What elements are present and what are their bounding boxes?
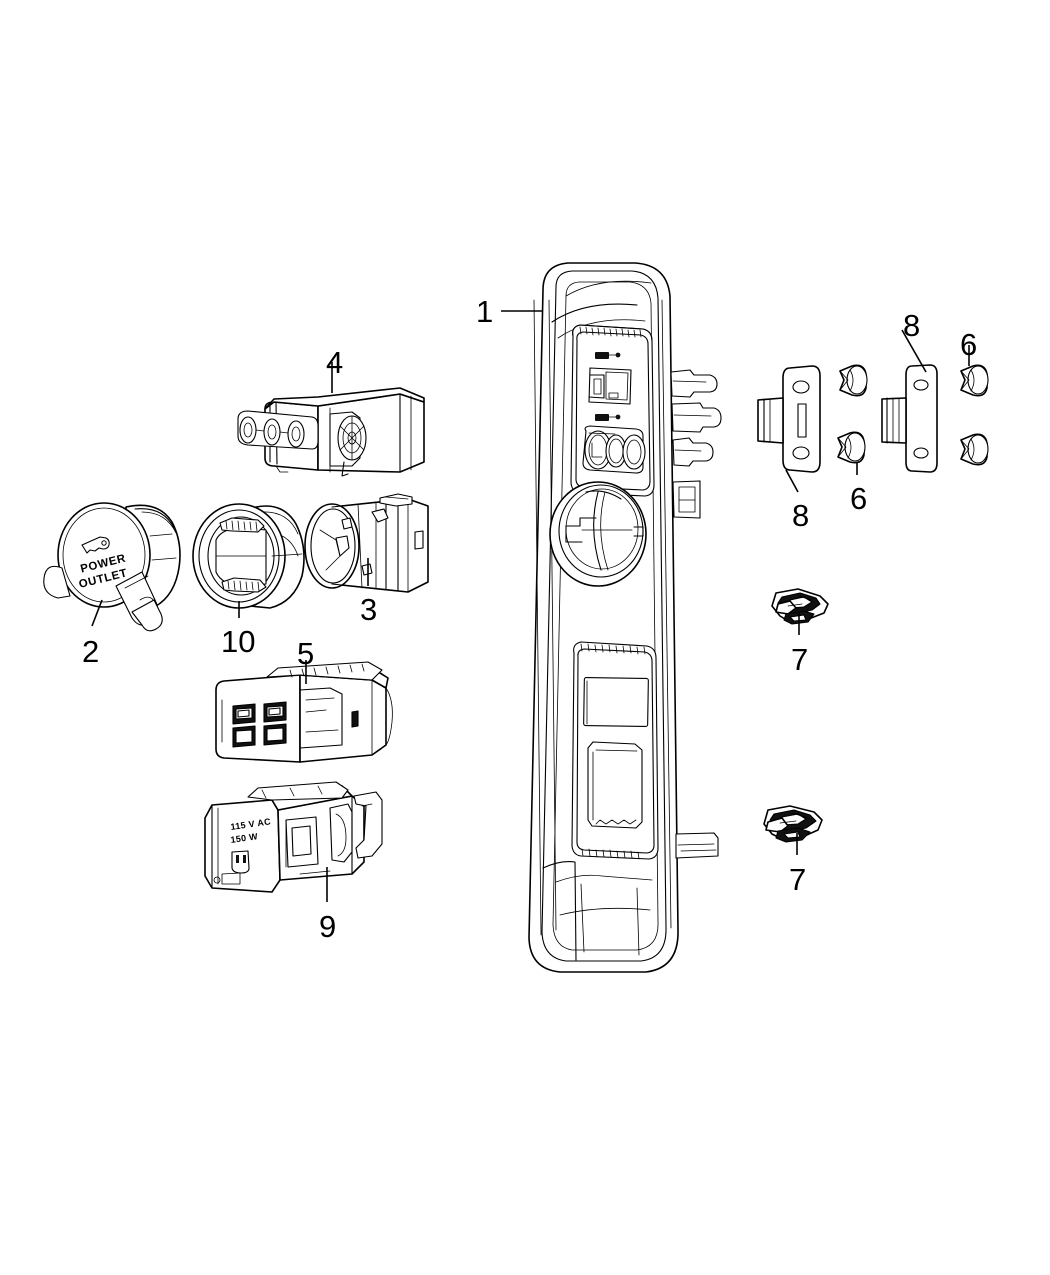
callout-2: 2	[82, 634, 100, 669]
part-retainer-ring-10	[192, 503, 305, 609]
callout-10: 10	[221, 624, 256, 659]
ac-label-line2: 150 W	[230, 831, 259, 845]
retainer-upper-clip	[219, 517, 265, 533]
callout-8-right: 8	[903, 308, 921, 343]
outlet-cap-key-icon	[81, 536, 110, 554]
part-bracket-left-8	[757, 365, 821, 473]
push-pin	[837, 431, 866, 464]
callout-8-left: 8	[792, 498, 810, 533]
bezel-round-ports	[582, 425, 646, 474]
retainer-lower-clip	[221, 577, 267, 593]
bezel-side-tabs	[670, 369, 722, 859]
part-connector-module-4	[237, 387, 425, 477]
callout-7-lower: 7	[789, 862, 807, 897]
leader-8-left	[785, 469, 799, 493]
ac-socket-icon	[231, 850, 250, 874]
callout-9: 9	[319, 909, 337, 944]
bezel-outlet-opening	[549, 481, 647, 587]
connector-rotary-detail	[329, 411, 367, 477]
usb-port-pair	[232, 701, 287, 748]
bezel-lower-opening	[571, 641, 659, 860]
leader-8-right	[901, 329, 927, 373]
part-bracket-right-8	[881, 364, 938, 473]
callout-1: 1	[476, 294, 494, 329]
connector-ports	[237, 410, 319, 450]
bezel-usb-opening	[588, 367, 632, 405]
part-outlet-cap-2: POWER OUTLET	[43, 502, 181, 632]
callout-5: 5	[297, 636, 315, 671]
callout-4: 4	[326, 345, 344, 380]
usb-symbol-lower-icon	[595, 414, 621, 421]
part-bezel-1	[528, 262, 722, 973]
callout-7-upper: 7	[791, 642, 809, 677]
callout-6-top: 6	[960, 327, 978, 362]
part-harness-clip-upper-7	[771, 588, 829, 625]
part-harness-clip-lower-7	[763, 805, 823, 843]
leader-2	[91, 599, 103, 627]
push-pin	[960, 433, 989, 466]
part-push-pins-6	[837, 364, 989, 466]
outlet-cap-strap	[115, 571, 163, 632]
part-usb-module-5	[215, 661, 393, 763]
callout-3: 3	[360, 592, 378, 627]
usb-symbol-upper-icon	[595, 352, 621, 359]
callout-6-bottom: 6	[850, 481, 868, 516]
part-outlet-socket-3	[304, 493, 429, 593]
leader-lines	[91, 310, 970, 902]
part-ac-inverter-9: 115 V AC 150 W	[204, 781, 383, 893]
push-pin	[960, 364, 989, 397]
push-pin	[839, 364, 868, 397]
